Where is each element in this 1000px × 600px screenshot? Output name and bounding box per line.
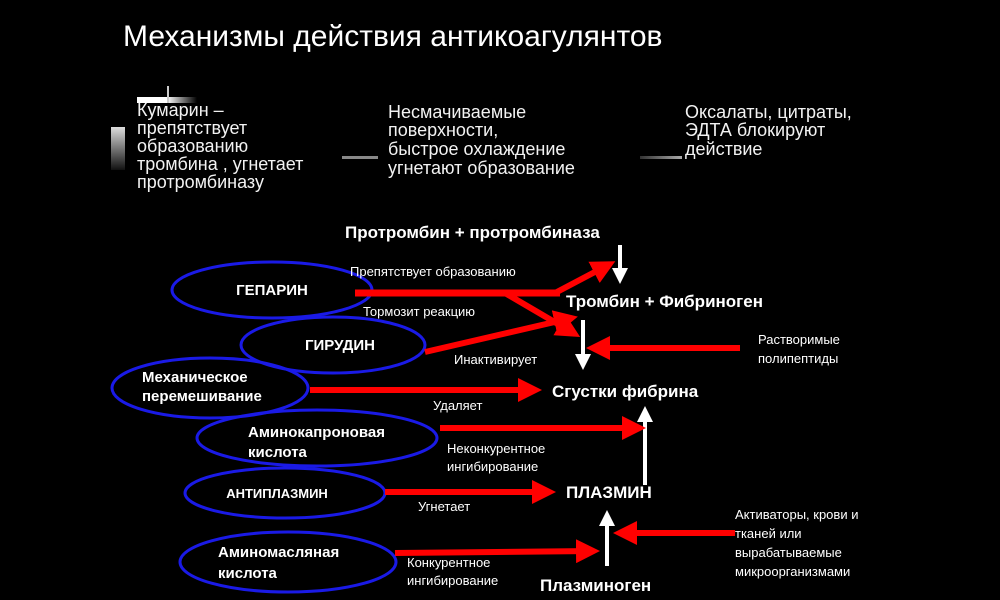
note-surfaces: Несмачиваемые поверхности, быстрое охлаж… xyxy=(388,102,575,178)
label-noncompetitive: ингибирование xyxy=(447,459,538,474)
note-line: Кумарин – xyxy=(137,100,224,120)
note-line: препятствует xyxy=(137,118,247,138)
note-line: Несмачиваемые xyxy=(388,102,526,122)
arrow-heparin-thrombin xyxy=(553,261,616,296)
note-polypeptides: полипептиды xyxy=(758,351,838,366)
note-polypeptides: Растворимые xyxy=(758,332,840,347)
note-coumarin: Кумарин – препятствует образованию тромб… xyxy=(137,100,303,192)
note-line: образованию xyxy=(137,136,248,156)
label-competitive: ингибирование xyxy=(407,573,498,588)
agent-heparin: ГЕПАРИН xyxy=(170,260,374,320)
label-competitive: Конкурентное xyxy=(407,555,490,570)
agent-ellipse xyxy=(178,530,398,594)
arrow-aminobutyric xyxy=(394,539,600,564)
agent-label: перемешивание xyxy=(142,388,262,405)
note-line: угнетают образование xyxy=(388,158,575,178)
agent-label: Аминокапроновая xyxy=(248,424,385,441)
agent-hirudin: ГИРУДИН xyxy=(239,315,427,375)
label-removes: Удаляет xyxy=(433,398,482,413)
arrow-hirudin xyxy=(424,310,578,355)
slide-title: Механизмы действия антикоагулянтов xyxy=(123,20,662,53)
agent-label: ГИРУДИН xyxy=(305,337,375,354)
agent-mechanical-mixing: Механическое перемешивание xyxy=(110,356,310,420)
label-slows-reaction: Тормозит реакцию xyxy=(363,304,475,319)
agent-ellipse xyxy=(239,315,427,375)
note-line: протромбиназу xyxy=(137,172,264,192)
label-prevents-formation: Препятствует образованию xyxy=(350,264,516,279)
decor-divider xyxy=(342,156,378,159)
label-inactivates: Инактивирует xyxy=(454,352,537,367)
note-line: действие xyxy=(685,139,762,159)
note-line: тромбина , угнетает xyxy=(137,154,303,174)
agent-label: ГЕПАРИН xyxy=(236,282,308,299)
agent-label: Аминомасляная xyxy=(218,544,339,561)
note-line: ЭДТА блокируют xyxy=(685,120,825,140)
agent-label: Механическое xyxy=(142,369,248,386)
note-activators: тканей или xyxy=(735,526,802,541)
agent-aminocaproic-acid: Аминокапроновая кислота xyxy=(195,408,439,468)
decor-side-bar xyxy=(111,127,125,170)
label-inhibits: Угнетает xyxy=(418,499,470,514)
note-line: поверхности, xyxy=(388,120,498,140)
note-activators: микроорганизмами xyxy=(735,564,850,579)
decor-divider xyxy=(640,156,682,159)
node-fibrin-clots: Сгустки фибрина xyxy=(552,382,699,401)
agent-label: кислота xyxy=(248,444,308,461)
agent-ellipse xyxy=(110,356,310,420)
node-plasminogen: Плазминоген xyxy=(540,576,651,595)
note-activators: Активаторы, крови и xyxy=(735,507,858,522)
agent-aminobutyric-acid: Аминомасляная кислота xyxy=(178,530,398,594)
agent-ellipse xyxy=(195,408,439,468)
note-oxalates: Оксалаты, цитраты, ЭДТА блокируют действ… xyxy=(685,102,852,159)
decor-tick xyxy=(167,86,169,103)
agent-antiplasmin: АНТИПЛАЗМИН xyxy=(183,466,387,520)
note-activators: вырабатываемые xyxy=(735,545,842,560)
note-line: быстрое охлаждение xyxy=(388,139,565,159)
node-prothrombin: Протромбин + протромбиназа xyxy=(345,223,600,242)
node-thrombin: Тромбин + Фибриноген xyxy=(566,292,763,311)
agent-label: АНТИПЛАЗМИН xyxy=(226,486,328,501)
agent-label: кислота xyxy=(218,565,278,582)
note-line: Оксалаты, цитраты, xyxy=(685,102,852,122)
label-noncompetitive: Неконкурентное xyxy=(447,441,545,456)
node-plasmin: ПЛАЗМИН xyxy=(566,483,652,502)
